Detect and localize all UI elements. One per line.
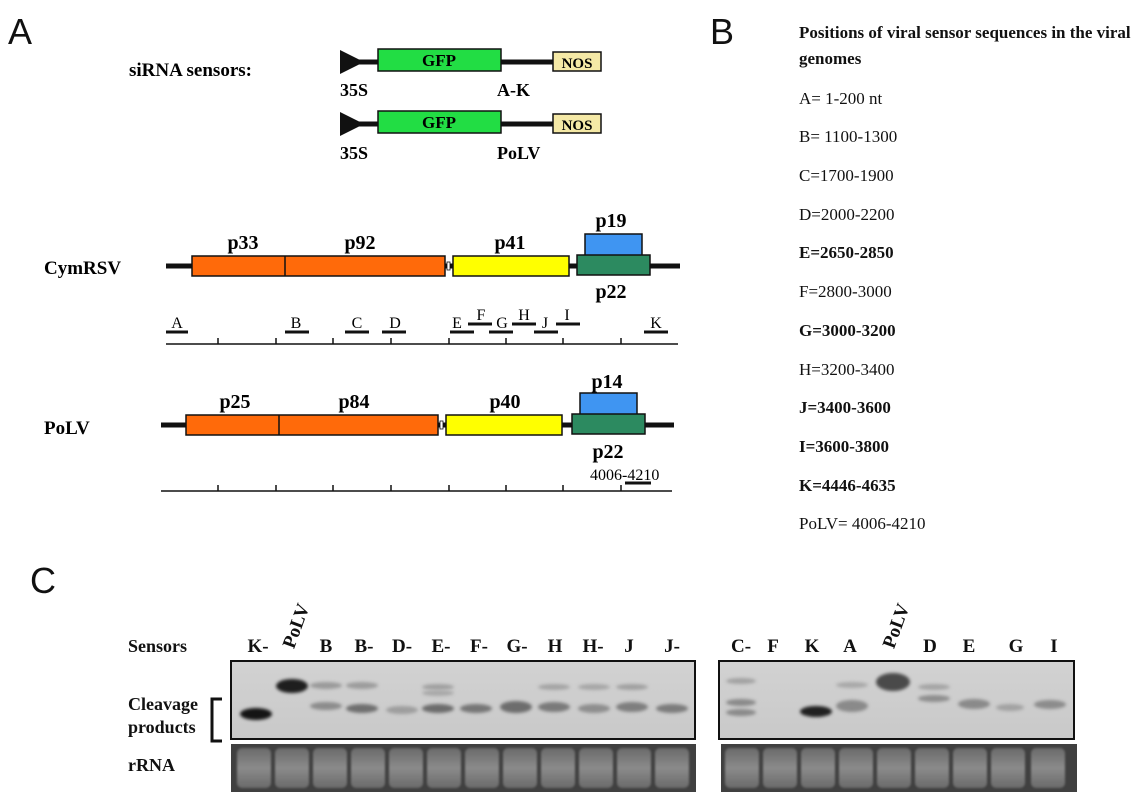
cymrsv-label: CymRSV (44, 258, 121, 279)
lane-label: K (804, 636, 820, 657)
orf-p84-label: p84 (338, 391, 369, 413)
lane-label: H- (582, 636, 604, 657)
sensor-construct-a-k: GFP NOS 35S A-K (340, 48, 602, 100)
gfp-label: GFP (422, 113, 456, 132)
nos-label: NOS (562, 56, 593, 72)
position-item: G=3000-3200 (799, 320, 896, 340)
northern-blot-right (718, 660, 1075, 740)
rrna-row-label: rRNA (128, 755, 175, 775)
sensor-mark-k: K (650, 315, 662, 332)
orf-p22-label: p22 (592, 441, 623, 463)
sensor-mark-j: J (542, 315, 548, 332)
lane-label: F (767, 636, 779, 657)
position-item: K=4446-4635 (799, 475, 896, 495)
orf-p22-label: p22 (595, 281, 626, 303)
lane-label: E- (431, 636, 451, 657)
lane-label: I (1050, 636, 1058, 657)
sensor-mark-c: C (352, 315, 363, 332)
panel-label-a: A (8, 11, 33, 52)
orf-p33-label: p33 (227, 232, 258, 254)
lane-label: PoLV (878, 601, 915, 652)
lane-label: B (319, 636, 333, 657)
lane-label: B- (354, 636, 374, 657)
cleavage-label-line1: Cleavage (128, 694, 198, 714)
sensor-mark-d: D (389, 315, 401, 332)
sensor-mark-f: F (477, 307, 486, 324)
position-item: B= 1100-1300 (799, 127, 898, 147)
position-item: D=2000-2200 (799, 204, 895, 224)
orf-p40-label: p40 (489, 391, 520, 413)
position-item: E=2650-2850 (799, 243, 894, 263)
gfp-label: GFP (422, 51, 456, 70)
position-item: C=1700-1900 (799, 166, 894, 186)
position-item: H=3200-3400 (799, 359, 895, 379)
cleavage-label-line2: products (128, 717, 196, 737)
lane-label: D- (391, 636, 413, 657)
polv-sensor-range: 4006-4210 (590, 467, 659, 484)
insert-label: A-K (497, 80, 530, 100)
orf-p41-label: p41 (494, 232, 525, 254)
position-item: A= 1-200 nt (799, 88, 883, 108)
lane-label: J- (664, 636, 680, 657)
sensor-mark-g: G (496, 315, 508, 332)
sensor-construct-polv: GFP NOS 35S PoLV (340, 110, 602, 163)
lane-label: A (843, 636, 857, 657)
sensor-mark-a: A (171, 315, 183, 332)
lane-label: G (1008, 636, 1024, 657)
orf-p19-label: p19 (595, 210, 626, 232)
promoter-arrow-icon (340, 50, 364, 74)
promoter-label: 35S (340, 80, 368, 100)
panel-label-b: B (710, 11, 735, 52)
sensor-mark-i: I (564, 307, 569, 324)
promoter-label: 35S (340, 143, 368, 163)
sensor-positions-list: Positions of viral sensor sequences in t… (799, 20, 1139, 553)
sensor-mark-e: E (452, 315, 462, 332)
panel-label-c: C (30, 560, 56, 601)
lane-label: H (547, 636, 563, 657)
positions-title: Positions of viral sensor sequences in t… (799, 23, 1131, 69)
rrna-gel-right (721, 744, 1077, 792)
nos-label: NOS (562, 118, 593, 134)
panel-a-diagram: siRNA sensors: GFP NOS 35S A-K GFP NOS 3… (44, 48, 680, 492)
lane-label: F- (470, 636, 488, 657)
lane-label: J (624, 636, 634, 657)
cymrsv-genome-map: CymRSV p33 p92 p41 p19 p22 (44, 210, 680, 345)
position-item: PoLV= 4006-4210 (799, 514, 926, 534)
orf-p14-label: p14 (591, 371, 622, 393)
lane-label: K- (247, 636, 269, 657)
insert-label: PoLV (497, 143, 540, 163)
lane-label: C- (730, 636, 752, 657)
sensors-row-label: Sensors (128, 636, 188, 656)
promoter-arrow-icon (340, 112, 364, 136)
orf-p25-label: p25 (219, 391, 250, 413)
bracket-icon (210, 697, 222, 743)
lane-label: E (962, 636, 976, 657)
sensors-title: siRNA sensors: (129, 60, 252, 81)
polv-genome-map: PoLV p25 p84 p40 p14 p22 4006-4210 (44, 371, 674, 492)
polv-label: PoLV (44, 418, 90, 439)
sensor-mark-h: H (518, 307, 530, 324)
lane-label: G- (506, 636, 528, 657)
position-item: I=3600-3800 (799, 436, 889, 456)
lane-label: D (923, 636, 937, 657)
position-item: J=3400-3600 (799, 398, 891, 418)
rrna-gel-left (231, 744, 696, 792)
position-item: F=2800-3000 (799, 282, 892, 302)
sensor-mark-b: B (291, 315, 302, 332)
orf-p92-label: p92 (344, 232, 375, 254)
northern-blot-left (230, 660, 696, 740)
